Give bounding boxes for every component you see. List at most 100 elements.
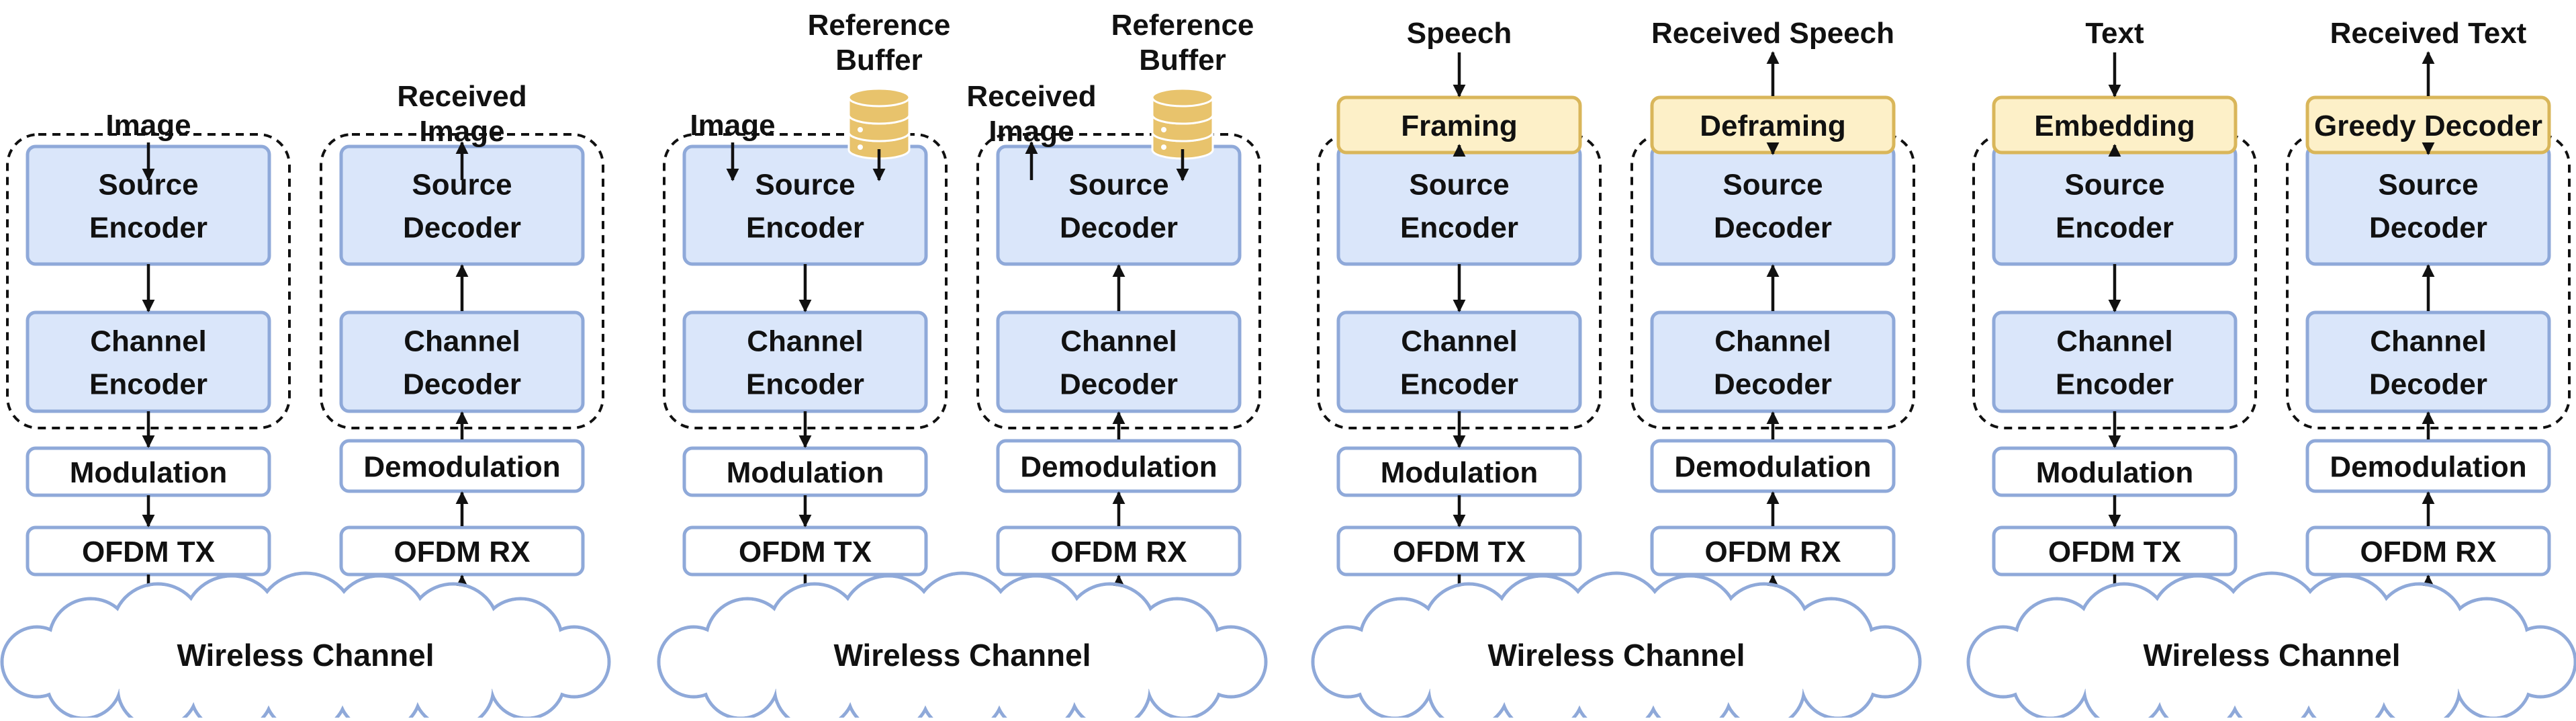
channel-decoder-block-label-line: Channel — [1060, 325, 1177, 357]
ofdm-rx-block-box — [339, 525, 585, 577]
encoder-group-border — [6, 133, 291, 429]
output-label: Received Text — [2330, 17, 2527, 50]
wireless-channel-label: Wireless Channel — [177, 638, 434, 673]
ofdm-rx-block-box — [2305, 525, 2551, 577]
demodulation-block-label: Demodulation — [2330, 450, 2526, 483]
input-label: Text — [2085, 17, 2144, 50]
source-encoder-block-label-line: Encoder — [2056, 211, 2174, 244]
database-icon — [847, 87, 911, 160]
database-icon — [1151, 87, 1214, 160]
ofdm-rx-block: OFDM RX — [1650, 525, 1896, 577]
channel-encoder-block-label-line: Encoder — [89, 368, 208, 400]
reference-buffer-label-line: Buffer — [835, 44, 923, 77]
modulation-block: Modulation — [1336, 446, 1582, 497]
cloud-shape — [1311, 571, 1922, 721]
transmitter-4: SourceEncoderChannelEncoderModulationOFD… — [1972, 17, 2257, 618]
channel-decoder-block-label-line: Decoder — [2369, 368, 2487, 400]
modulation-block-label: Modulation — [727, 456, 884, 489]
database-top — [1151, 87, 1214, 108]
panel-2: SourceEncoderChannelEncoderModulationOFD… — [657, 9, 1268, 721]
database-top — [847, 87, 911, 108]
channel-decoder-block-label-line: Decoder — [1060, 368, 1178, 400]
transmitter-1: SourceEncoderChannelEncoderModulationOFD… — [6, 109, 291, 618]
input-label-line: Speech — [1407, 17, 1512, 50]
channel-encoder-block-label-line: Channel — [90, 325, 207, 357]
cloud-shape — [0, 571, 611, 721]
ofdm-tx-block: OFDM TX — [682, 525, 928, 577]
channel-decoder-block-label-line: Decoder — [1714, 368, 1832, 400]
modulation-block: Modulation — [26, 446, 271, 497]
channel-decoder-block-box — [1650, 310, 1896, 413]
ofdm-rx-block-box — [996, 525, 1242, 577]
demodulation-block-label: Demodulation — [1674, 450, 1871, 483]
decoder-group-border — [1630, 133, 1915, 429]
decoder-group-border — [2286, 133, 2571, 429]
ofdm-rx-block-label: OFDM RX — [1051, 536, 1187, 568]
ofdm-tx-block-label: OFDM TX — [1393, 536, 1526, 568]
source-encoder-block-label-line: Encoder — [89, 211, 208, 244]
output-label: Received Speech — [1651, 17, 1894, 50]
ofdm-tx-block: OFDM TX — [26, 525, 271, 577]
output-label-line: Received — [966, 80, 1096, 113]
modulation-block-label: Modulation — [2036, 456, 2194, 489]
channel-decoder-block-label-line: Decoder — [403, 368, 521, 400]
cloud-core — [2030, 628, 2514, 689]
source-decoder-block-box — [1650, 144, 1896, 266]
demodulation-block-label: Demodulation — [363, 450, 560, 483]
post-processing-block: Greedy Decoder — [2305, 95, 2551, 155]
source-decoder-block-label-line: Source — [1722, 168, 1823, 201]
ofdm-tx-block: OFDM TX — [1992, 525, 2238, 577]
source-decoder-block-label-line: Decoder — [2369, 211, 2487, 244]
source-encoder-block-label-line: Encoder — [746, 211, 864, 244]
source-decoder-block-label-line: Decoder — [403, 211, 521, 244]
ofdm-rx-block: OFDM RX — [339, 525, 585, 577]
modulation-block: Modulation — [1992, 446, 2238, 497]
modulation-block: Modulation — [682, 446, 928, 497]
ofdm-rx-block: OFDM RX — [996, 525, 1242, 577]
channel-decoder-block-box — [339, 310, 585, 413]
cloud-core — [64, 628, 547, 689]
source-encoder-block-label-line: Source — [2064, 168, 2164, 201]
reference-buffer-label-line: Reference — [1111, 9, 1254, 42]
receiver-3: SourceDecoderChannelDecoderDemodulationO… — [1630, 17, 1915, 618]
demodulation-block: Demodulation — [996, 439, 1242, 493]
wireless-channel-label: Wireless Channel — [2143, 638, 2400, 673]
pre-processing-block-label: Framing — [1401, 110, 1518, 142]
channel-encoder-block-label-line: Encoder — [2056, 368, 2174, 400]
receiver-4: SourceDecoderChannelDecoderDemodulationO… — [2286, 17, 2571, 618]
output-label-line: Received Speech — [1651, 17, 1894, 50]
panel-1: SourceEncoderChannelEncoderModulationOFD… — [0, 80, 611, 721]
pre-processing-block-label: Embedding — [2034, 110, 2195, 142]
ofdm-rx-block-box — [1650, 525, 1896, 577]
channel-encoder-block-label-line: Channel — [747, 325, 864, 357]
demodulation-block-box — [996, 439, 1242, 493]
channel-encoder-block-label-line: Encoder — [1400, 368, 1518, 400]
source-decoder-block-label-line: Source — [1068, 168, 1168, 201]
source-encoder-block-label-line: Source — [1409, 168, 1509, 201]
source-encoder-block-label-line: Source — [755, 168, 855, 201]
input-label: Image — [105, 109, 191, 142]
input-label-line: Image — [105, 109, 191, 142]
source-decoder-block-box — [996, 144, 1242, 266]
